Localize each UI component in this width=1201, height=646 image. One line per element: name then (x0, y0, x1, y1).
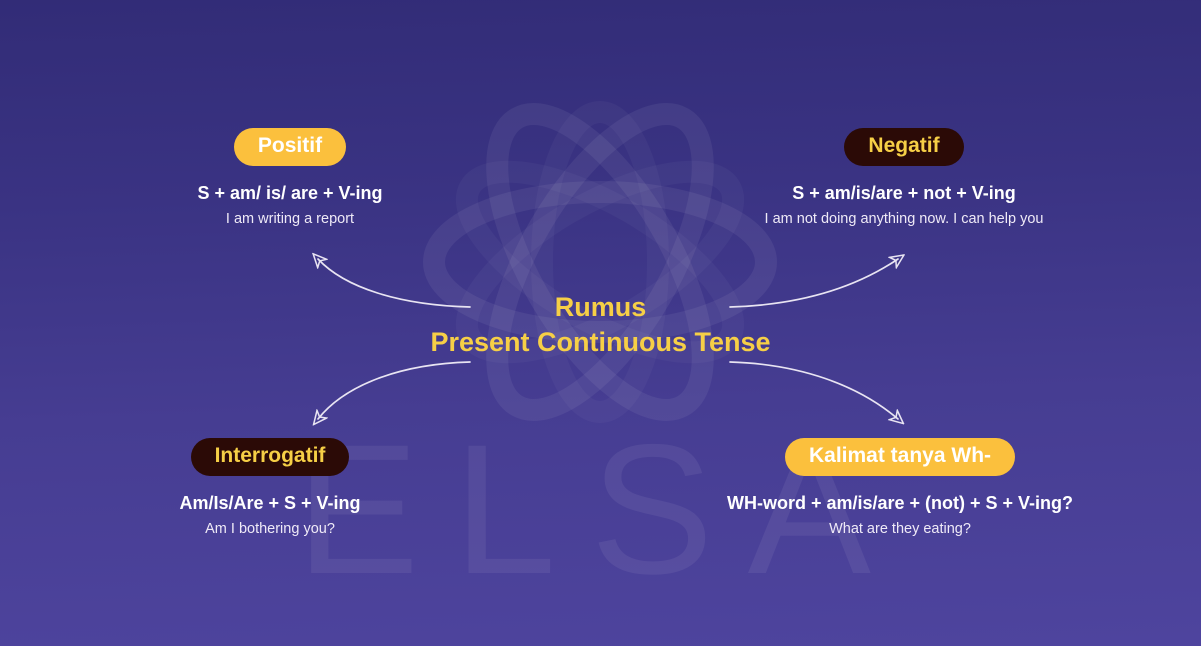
example-interrogatif: Am I bothering you? (205, 520, 335, 537)
formula-interrogatif: Am/Is/Are + S + V-ing (179, 493, 361, 514)
formula-negatif: S + am/is/are + not + V-ing (792, 183, 1016, 204)
badge-interrogatif[interactable]: Interrogatif (190, 438, 350, 477)
badge-kalimat-tanya-wh[interactable]: Kalimat tanya Wh- (784, 438, 1016, 477)
card-interrogatif: Interrogatif Am/Is/Are + S + V-ing Am I … (68, 438, 472, 538)
title-line-2: Present Continuous Tense (430, 326, 771, 357)
page-title: Rumus Present Continuous Tense (0, 290, 1201, 359)
example-positif: I am writing a report (225, 210, 355, 227)
example-negatif: I am not doing anything now. I can help … (764, 210, 1044, 227)
formula-positif: S + am/ is/ are + V-ing (197, 183, 383, 204)
badge-negatif[interactable]: Negatif (844, 128, 964, 167)
formula-kalimat-tanya-wh: WH-word + am/is/are + (not) + S + V-ing? (726, 493, 1074, 514)
example-kalimat-tanya-wh: What are they eating? (829, 520, 971, 537)
badge-positif[interactable]: Positif (233, 128, 347, 167)
card-kalimat-tanya-wh: Kalimat tanya Wh- WH-word + am/is/are + … (698, 438, 1102, 538)
title-line-1: Rumus (554, 292, 647, 322)
card-positif: Positif S + am/ is/ are + V-ing I am wri… (88, 128, 492, 228)
card-negatif: Negatif S + am/is/are + not + V-ing I am… (704, 128, 1104, 228)
brand-watermark: ELSA (295, 407, 906, 613)
